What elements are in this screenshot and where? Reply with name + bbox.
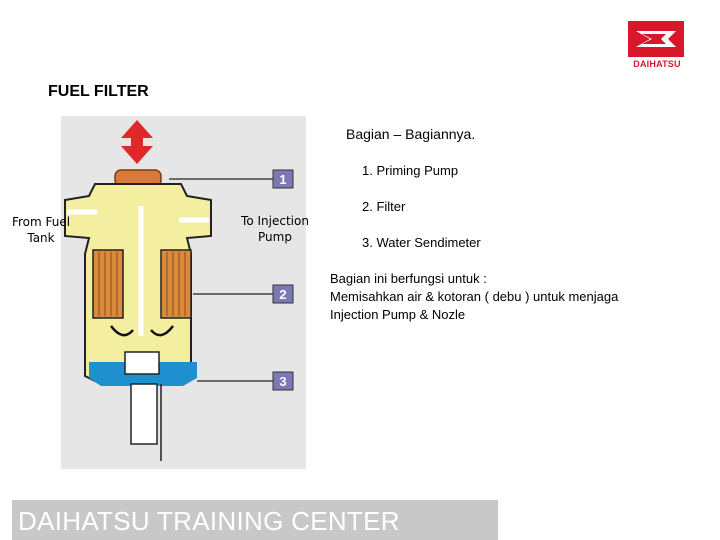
part-item-priming-pump: 1. Priming Pump xyxy=(362,163,459,178)
priming-direction-arrow-icon xyxy=(121,120,153,164)
callout-1-text: 1 xyxy=(279,172,286,187)
page-title: FUEL FILTER xyxy=(48,83,149,100)
callout-1: 1 xyxy=(272,169,294,189)
logo-text: DAIHATSU xyxy=(633,59,681,69)
daihatsu-logo: DAIHATSU xyxy=(626,21,686,71)
function-description: Bagian ini berfungsi untuk : Memisahkan … xyxy=(330,270,618,324)
logo-mark-icon xyxy=(628,21,684,57)
footer-text: DAIHATSU TRAINING CENTER xyxy=(18,506,400,536)
description-line: Injection Pump & Nozle xyxy=(330,307,466,322)
part-item-water-sedimenter: 3. Water Sendimeter xyxy=(362,235,481,250)
parts-heading: Bagian – Bagiannya. xyxy=(346,126,476,142)
description-line: Bagian ini berfungsi untuk : xyxy=(330,271,487,286)
callout-3-text: 3 xyxy=(279,374,286,389)
footer-banner: DAIHATSU TRAINING CENTER xyxy=(12,500,498,540)
callout-2-text: 2 xyxy=(279,287,286,302)
callout-3: 3 xyxy=(272,371,294,391)
from-fuel-tank-label: From Fuel Tank xyxy=(11,215,71,245)
to-injection-pump-label: To Injection Pump xyxy=(241,214,309,244)
fuel-filter-diagram: 1 2 3 xyxy=(61,116,306,469)
callout-2: 2 xyxy=(272,284,294,304)
description-line: Memisahkan air & kotoran ( debu ) untuk … xyxy=(330,289,619,304)
part-item-filter: 2. Filter xyxy=(362,199,406,214)
